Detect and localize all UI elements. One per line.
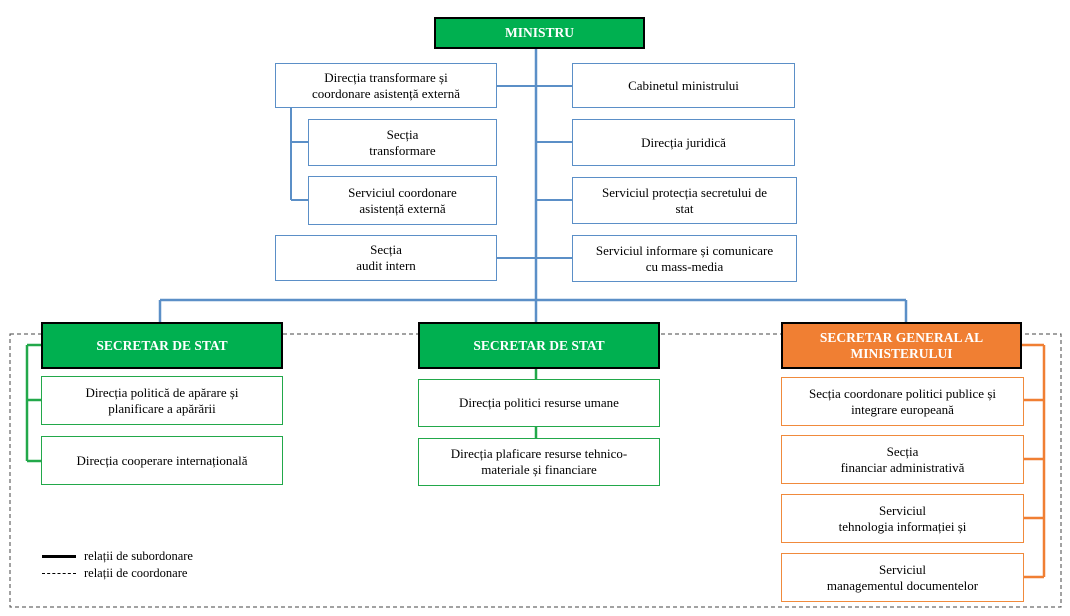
serviciul-protectia-box[interactable]: Serviciul protecția secretului de stat bbox=[572, 177, 797, 224]
directia-cooperare-box[interactable]: Direcția cooperare internațională bbox=[41, 436, 283, 485]
cabinetul-box[interactable]: Cabinetul ministrului bbox=[572, 63, 795, 108]
serviciul-tehnologia-box[interactable]: Serviciul tehnologia informației și bbox=[781, 494, 1024, 543]
serviciul-coordonare-box[interactable]: Serviciul coordonare asistență externă bbox=[308, 176, 497, 225]
legend-subordonare: relații de subordonare bbox=[42, 549, 193, 564]
secretar-general-box[interactable]: SECRETAR GENERAL AL MINISTERULUI bbox=[781, 322, 1022, 369]
secretar-stat-2-box[interactable]: SECRETAR DE STAT bbox=[418, 322, 660, 369]
sectia-transformare-box[interactable]: Secția transformare bbox=[308, 119, 497, 166]
directia-plaficare-box[interactable]: Direcția plaficare resurse tehnico- mate… bbox=[418, 438, 660, 486]
serviciul-informare-box[interactable]: Serviciul informare și comunicare cu mas… bbox=[572, 235, 797, 282]
serviciul-management-box[interactable]: Serviciul managementul documentelor bbox=[781, 553, 1024, 602]
sectia-audit-box[interactable]: Secția audit intern bbox=[275, 235, 497, 281]
legend-dashed-line bbox=[42, 573, 76, 574]
legend-subordonare-label: relații de subordonare bbox=[84, 549, 193, 563]
directia-resurse-umane-box[interactable]: Direcția politici resurse umane bbox=[418, 379, 660, 427]
legend-coordonare: relații de coordonare bbox=[42, 566, 187, 581]
minister-box[interactable]: MINISTRU bbox=[434, 17, 645, 49]
sectia-coordonare-politici-box[interactable]: Secția coordonare politici publice și in… bbox=[781, 377, 1024, 426]
legend-solid-line bbox=[42, 555, 76, 558]
secretar-stat-1-box[interactable]: SECRETAR DE STAT bbox=[41, 322, 283, 369]
legend-coordonare-label: relații de coordonare bbox=[84, 566, 188, 580]
directia-politica-aparare-box[interactable]: Direcția politică de apărare și planific… bbox=[41, 376, 283, 425]
directia-transformare-box[interactable]: Direcția transformare și coordonare asis… bbox=[275, 63, 497, 108]
sectia-financiar-box[interactable]: Secția financiar administrativă bbox=[781, 435, 1024, 484]
directia-juridica-box[interactable]: Direcția juridică bbox=[572, 119, 795, 166]
